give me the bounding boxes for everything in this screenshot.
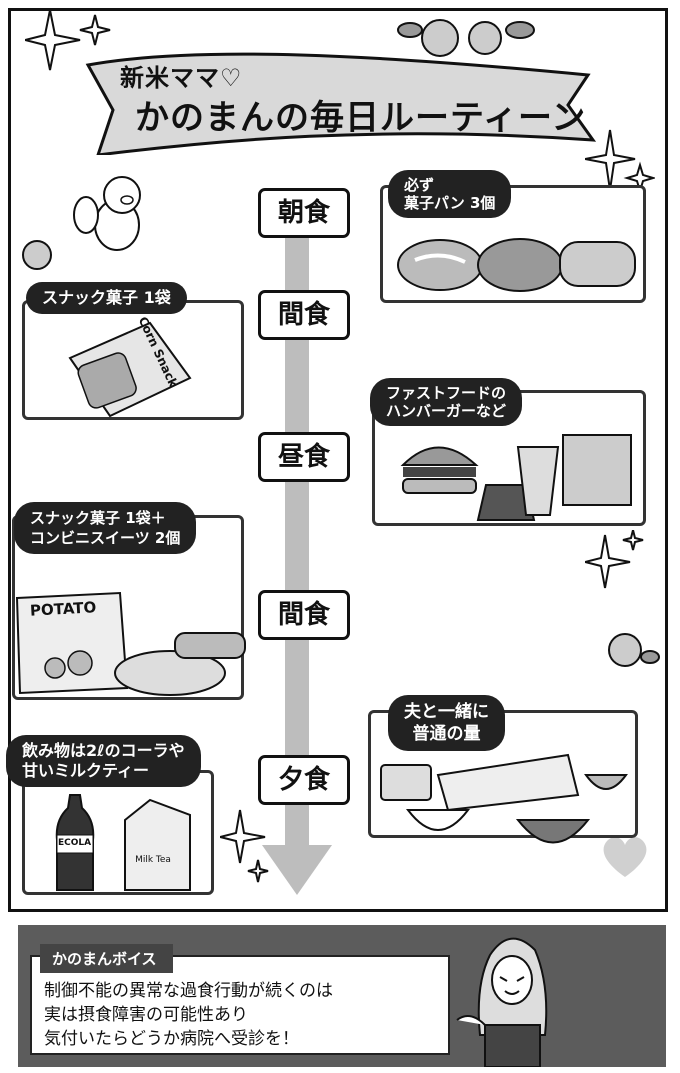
title-banner [85, 52, 597, 155]
voice-line-1: 制御不能の異常な過食行動が続くのは [44, 981, 333, 1001]
milk-tea-label: Milk Tea [135, 855, 171, 865]
voice-line-3: 気付いたらどうか病院へ受診を！ [44, 1029, 299, 1049]
heart-icon [603, 837, 647, 877]
cola-label: ECOLA [58, 838, 92, 848]
timeline-arrow-icon [262, 845, 332, 895]
banner-title: かのまんの毎日ルーティーン [135, 98, 587, 138]
snack1-caption: スナック菓子 1袋 [26, 282, 187, 314]
voice-line-2: 実は摂食障害の可能性あり [44, 1005, 248, 1025]
corn-snack-bag-icon [68, 321, 192, 418]
cola-and-milk-tea-icon [55, 794, 191, 891]
sparkle-icon [25, 9, 111, 71]
dinner-caption: 夫と一緒に 普通の量 [388, 695, 505, 751]
meal-label-snack-1: 間食 [258, 290, 350, 340]
flying-pig-icon [73, 176, 141, 251]
voice-title: かのまんボイス [40, 944, 173, 973]
potato-bag-label: POTATO [29, 598, 97, 620]
home-dinner-icon [380, 753, 628, 844]
drinks-caption: 飲み物は2ℓのコーラや 甘いミルクティー [6, 735, 201, 787]
banner-subtitle: 新米ママ♡ [120, 64, 243, 92]
potato-chips-and-sweets-icon [15, 591, 246, 696]
kanoman-character-icon [456, 937, 548, 1067]
sparkle-icon [585, 530, 644, 589]
meal-label-dinner: 夕食 [258, 755, 350, 805]
meal-label-breakfast: 朝食 [258, 188, 350, 238]
rose-icon [22, 240, 52, 270]
rose-icon [608, 633, 660, 667]
meal-label-lunch: 昼食 [258, 432, 350, 482]
rose-decoration-icon [397, 19, 535, 57]
meal-label-snack-2: 間食 [258, 590, 350, 640]
sweet-bread-icon [397, 238, 636, 292]
snack2-caption: スナック菓子 1袋＋ コンビニスイーツ 2個 [14, 502, 197, 554]
lunch-caption: ファストフードの ハンバーガーなど [370, 378, 523, 426]
fast-food-icon [400, 434, 632, 521]
breakfast-caption: 必ず 菓子パン 3個 [388, 170, 512, 218]
